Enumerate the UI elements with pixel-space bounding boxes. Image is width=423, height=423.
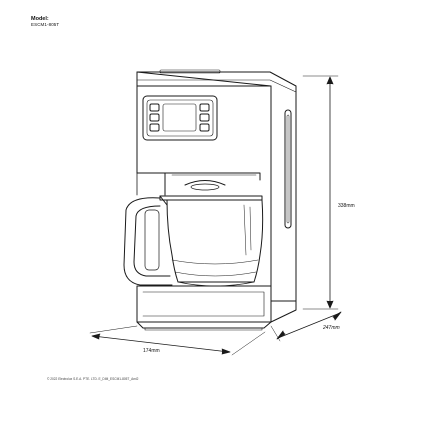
depth-dimension-line	[270, 311, 342, 342]
glass-carafe	[159, 180, 264, 287]
machine-base	[136, 285, 297, 331]
depth-dimension-label: 247mm	[323, 325, 340, 331]
model-label: Model:	[31, 16, 49, 22]
width-dimension-line	[89, 325, 266, 356]
model-code: ESCM1-805T	[31, 22, 60, 27]
copyright-footer: © 2022 Electrolux S.E.A. PTE. LTD. E_DIM…	[47, 377, 139, 381]
control-panel	[142, 95, 218, 141]
width-dimension-label: 174mm	[143, 348, 160, 354]
height-dimension-label: 338mm	[338, 203, 355, 209]
carafe-cavity	[136, 172, 261, 196]
water-level-window	[284, 109, 292, 229]
carafe-handle	[123, 197, 173, 286]
height-dimension-line	[302, 75, 339, 310]
